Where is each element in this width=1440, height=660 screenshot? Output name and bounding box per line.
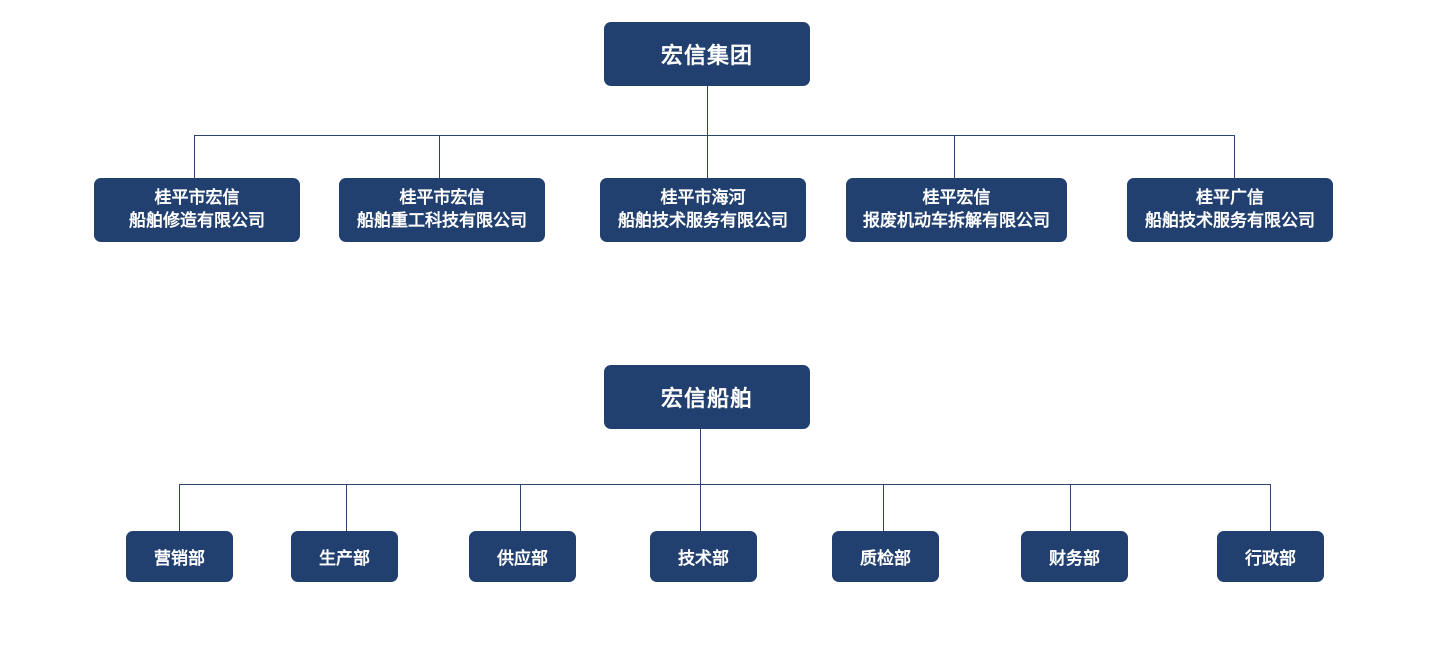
dept-node-7: 行政部 <box>1217 531 1324 582</box>
group-horizontal-bus <box>194 135 1235 136</box>
company-node-1: 桂平市宏信 船舶修造有限公司 <box>94 178 300 242</box>
group-child-connector-3 <box>707 135 708 178</box>
dept-node-3-label: 供应部 <box>497 549 548 569</box>
company-node-3-line1: 桂平市海河 <box>660 188 746 208</box>
dept-node-4-label: 技术部 <box>678 549 729 569</box>
dept-node-1-label: 营销部 <box>154 549 205 569</box>
company-node-2-line2: 船舶重工科技有限公司 <box>357 211 527 231</box>
dept-node-5: 质检部 <box>832 531 939 582</box>
group-child-connector-1 <box>194 135 195 178</box>
company-node-4-line2: 报废机动车拆解有限公司 <box>863 211 1050 231</box>
company-node-2-line1: 桂平市宏信 <box>399 188 485 208</box>
company-node-1-line2: 船舶修造有限公司 <box>129 211 265 231</box>
group-child-connector-2 <box>439 135 440 178</box>
company-node-1-line1: 桂平市宏信 <box>154 188 240 208</box>
shipping-horizontal-bus <box>179 484 1271 485</box>
company-node-2: 桂平市宏信 船舶重工科技有限公司 <box>339 178 545 242</box>
company-node-4: 桂平宏信 报废机动车拆解有限公司 <box>846 178 1067 242</box>
group-root-label: 宏信集团 <box>660 44 753 69</box>
shipping-root-node: 宏信船舶 <box>604 365 810 429</box>
group-root-stem <box>707 86 708 135</box>
company-node-3: 桂平市海河 船舶技术服务有限公司 <box>600 178 806 242</box>
dept-node-3: 供应部 <box>469 531 576 582</box>
group-child-connector-4 <box>954 135 955 178</box>
dept-connector-4 <box>700 484 701 531</box>
company-node-5-line2: 船舶技术服务有限公司 <box>1145 211 1315 231</box>
dept-node-7-label: 行政部 <box>1245 549 1296 569</box>
dept-connector-1 <box>179 484 180 531</box>
company-node-5: 桂平广信 船舶技术服务有限公司 <box>1127 178 1333 242</box>
dept-node-2: 生产部 <box>291 531 398 582</box>
dept-node-4: 技术部 <box>650 531 757 582</box>
dept-node-2-label: 生产部 <box>319 549 370 569</box>
shipping-root-stem <box>700 429 701 484</box>
group-root-node: 宏信集团 <box>604 22 810 86</box>
dept-connector-5 <box>883 484 884 531</box>
dept-node-5-label: 质检部 <box>860 549 911 569</box>
company-node-3-line2: 船舶技术服务有限公司 <box>618 211 788 231</box>
company-node-4-line1: 桂平宏信 <box>922 188 991 208</box>
dept-connector-6 <box>1070 484 1071 531</box>
dept-connector-7 <box>1270 484 1271 531</box>
dept-node-6-label: 财务部 <box>1049 549 1100 569</box>
dept-node-6: 财务部 <box>1021 531 1128 582</box>
group-child-connector-5 <box>1234 135 1235 178</box>
dept-node-1: 营销部 <box>126 531 233 582</box>
company-node-5-line1: 桂平广信 <box>1196 188 1264 208</box>
shipping-root-label: 宏信船舶 <box>660 387 753 412</box>
dept-connector-3 <box>520 484 521 531</box>
dept-connector-2 <box>346 484 347 531</box>
